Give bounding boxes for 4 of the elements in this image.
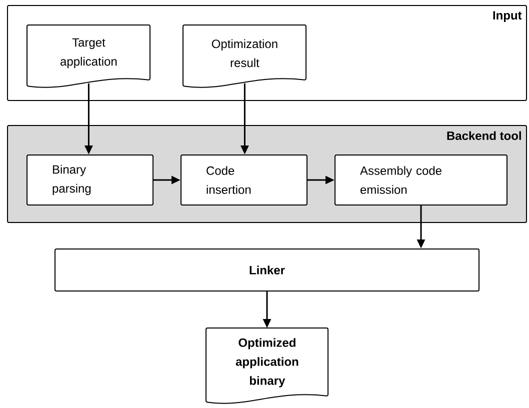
process-box: Assembly code emission xyxy=(334,154,508,206)
process-box: Binary parsing xyxy=(26,154,154,206)
process-box: Code insertion xyxy=(180,154,308,206)
process-box: Linker xyxy=(54,248,480,292)
